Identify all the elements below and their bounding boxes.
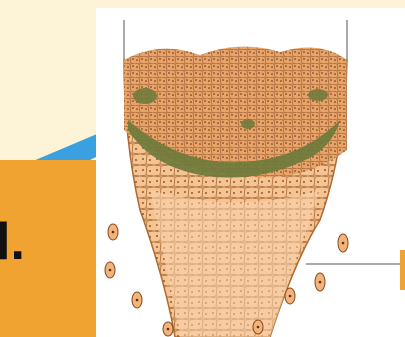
- cell-illustration: [0, 0, 405, 337]
